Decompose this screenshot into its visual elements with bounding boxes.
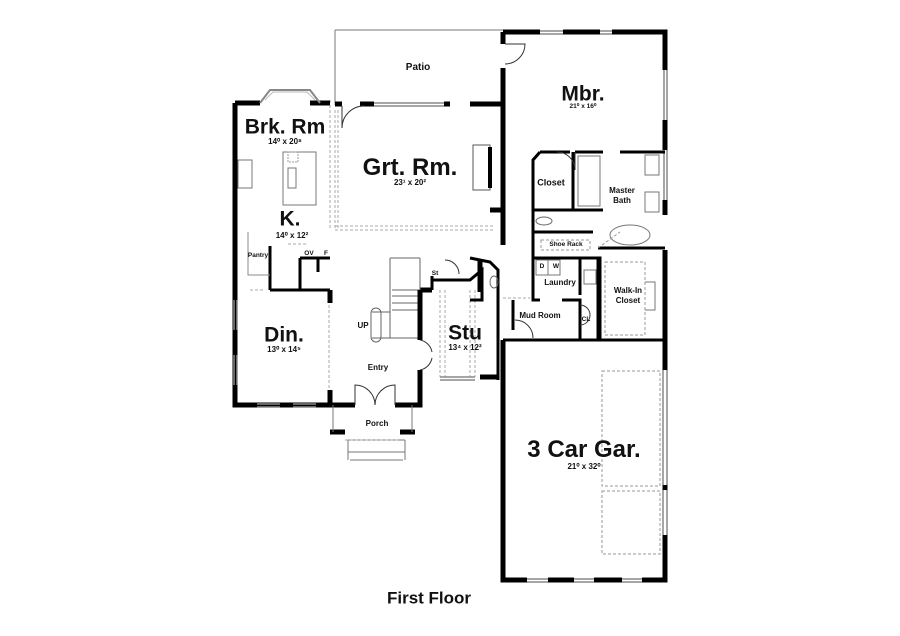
room-label-kitchen: K. xyxy=(279,207,301,231)
room-label-study: Stu xyxy=(448,321,482,345)
room-label-porch: Porch xyxy=(365,419,389,428)
room-dims-dining: 13⁰ x 14⁵ xyxy=(267,345,301,354)
room-dims-brk-rm: 14⁰ x 20⁸ xyxy=(268,137,302,146)
plan-title: First Floor xyxy=(386,588,472,608)
room-label-walk-in-closet-1: Walk-In xyxy=(613,286,643,295)
room-dims-mbr: 21⁰ x 16⁰ xyxy=(569,102,597,110)
room-label-mbr: Mbr. xyxy=(561,82,605,106)
room-label-garage: 3 Car Gar. xyxy=(527,436,641,463)
label-dryer: D xyxy=(539,262,545,270)
room-label-brk-rm: Brk. Rm xyxy=(244,115,326,139)
room-label-laundry: Laundry xyxy=(544,278,576,287)
label-up: UP xyxy=(357,321,369,330)
label-fridge: F xyxy=(324,249,328,257)
label-cl: CL xyxy=(581,315,591,323)
room-label-master-bath-2: Bath xyxy=(613,196,631,205)
room-label-grt-rm: Grt. Rm. xyxy=(362,154,458,181)
room-label-mud-room: Mud Room xyxy=(519,311,561,320)
mbr-walls xyxy=(500,29,668,340)
room-dims-grt-rm: 23¹ x 20² xyxy=(393,178,427,187)
room-label-pantry: Pantry xyxy=(247,251,269,259)
room-label-patio: Patio xyxy=(405,62,431,73)
room-dims-kitchen: 14⁰ x 12² xyxy=(275,231,309,240)
room-label-master-bath-1: Master xyxy=(609,186,635,195)
label-washer: W xyxy=(552,262,560,270)
room-label-walk-in-closet-2: Closet xyxy=(615,296,641,305)
room-label-entry: Entry xyxy=(367,363,389,372)
label-oven: OV xyxy=(304,249,314,257)
room-dims-study: 13⁴ x 12² xyxy=(448,343,482,352)
room-label-closet: Closet xyxy=(537,177,565,188)
room-label-dining: Din. xyxy=(264,323,304,347)
label-storage: St xyxy=(431,269,439,277)
room-dims-garage: 21⁰ x 32⁰ xyxy=(567,462,601,471)
label-shoe-rack: Shoe Rack xyxy=(549,240,583,248)
